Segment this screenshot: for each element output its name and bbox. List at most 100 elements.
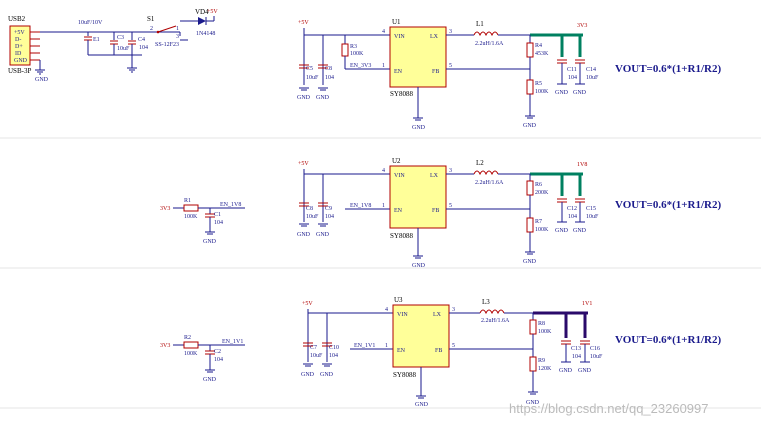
gnd-label: GND [578,368,592,374]
ic-u3 [392,304,450,368]
en-net: EN_1V8 [220,202,241,208]
cout-val: 104 [568,75,577,81]
cin-ref: C7 [310,345,317,351]
gnd-label: GND [203,377,217,383]
c4-ref: C4 [138,37,145,43]
ind-val: 2.2uH/1.6A [475,180,504,186]
rtop-ref: R6 [535,182,542,188]
ind-ref: L1 [476,20,484,28]
pin-num: 5 [449,203,452,209]
pin-num: 4 [385,307,388,313]
ic-part: SY8088 [390,90,413,98]
cout-ref: C15 [586,206,596,212]
usb-connector: USB2 +5V D- D+ ID GND USB-3P GND [8,15,49,83]
en-src-net: 3V3 [160,206,170,212]
gnd-label: GND [35,77,49,83]
cout-ref: C14 [586,67,596,73]
gnd-label: GND [573,228,587,234]
s1-pin: 1 [176,26,179,32]
c-val: 104 [214,357,223,363]
r-ref: R1 [184,198,191,204]
pin-en: EN [394,208,403,214]
usb-pin-label: D+ [15,44,23,50]
ic-ref: U2 [392,157,401,165]
regulator-stage-2: +5V C8 10uF C9 104 GND GND EN_1V8 U2 VIN… [297,157,721,269]
rtop-val: 100K [538,329,552,335]
gnd-label: GND [573,90,587,96]
cin-ref: C5 [306,66,313,72]
vin-net-label: +5V [298,20,309,26]
gnd-label: GND [316,95,330,101]
pin-vin: VIN [394,173,405,179]
diode-vd4: VD4 +5V 1N4148 [195,8,218,37]
inductor [473,170,499,176]
vout-formula: VOUT=0.6*(1+R1/R2) [615,199,721,211]
cin-ref: C9 [325,206,332,212]
en-net: EN_1V1 [222,339,243,345]
r-en-ref: R3 [350,44,357,50]
c-ref: C2 [214,349,221,355]
vout-net: 1V1 [582,301,592,307]
usb-pin-label: D- [15,37,21,43]
rtop-val: 453K [535,51,549,57]
cout-val: 10uF [586,214,599,220]
pin-num: 4 [382,29,385,35]
gnd-label: GND [526,400,540,406]
pin-fb: FB [435,348,442,354]
gnd-label: GND [415,402,429,408]
pin-num: 3 [449,29,452,35]
ind-val: 2.2uH/1.6A [475,41,504,47]
cout-ref: C11 [567,67,577,73]
usb-pin-label: ID [15,51,22,57]
switch-s1: S1 2 1 3 SS-12F23 [147,15,188,48]
pin-num: 3 [449,168,452,174]
en-src-net: 3V3 [160,343,170,349]
cap-e1: 10uF/10V E1 [78,20,103,55]
pin-num: 1 [382,203,385,209]
en-net: EN_1V1 [354,343,375,349]
ind-ref: L2 [476,159,484,167]
gnd-label: GND [555,228,569,234]
vout-net: 3V3 [577,23,587,29]
cout-ref: C16 [590,346,600,352]
gnd-label: GND [523,259,537,265]
r-en-val: 100K [350,51,364,57]
r-ref: R2 [184,335,191,341]
cin-val: 10uF [310,353,323,359]
pin-lx: LX [430,173,439,179]
gnd-label: GND [203,239,217,245]
e1-value: 10uF/10V [78,20,103,26]
rbot-ref: R5 [535,81,542,87]
cin-ref: C8 [325,66,332,72]
ind-ref: L3 [482,298,490,306]
inductor [473,31,499,37]
regulator-stage-3: +5V C7 10uF C10 104 GND GND EN_1V1 U3 VI… [301,296,721,408]
rtop-ref: R8 [538,321,545,327]
cout-ref: C13 [571,346,581,352]
vout-net: 1V8 [577,162,587,168]
ic-part: SY8088 [393,371,416,379]
s1-part: SS-12F23 [155,42,179,48]
rtop-ref: R4 [535,43,542,49]
pin-num: 5 [452,343,455,349]
pin-fb: FB [432,69,439,75]
usb-ref: USB2 [8,15,26,23]
vd4-ref: VD4 [195,8,209,16]
pin-num: 5 [449,63,452,69]
cin-val: 104 [329,353,338,359]
cout-val: 10uF [590,354,603,360]
rtop-val: 200K [535,190,549,196]
gnd-label: GND [301,372,315,378]
regulator-stage-1: +5V C5 10uF C8 104 GND GND R3 100K EN_3V… [297,18,721,131]
pin-en: EN [394,69,403,75]
rbot-val: 120K [538,366,552,372]
cin-ref: C8 [306,206,313,212]
e1-ref: E1 [93,37,100,43]
vd4-net: +5V [207,9,218,15]
usb-pin-label: +5V [14,30,25,36]
pin-num: 4 [382,168,385,174]
gnd-label: GND [412,125,426,131]
cout-ref: C12 [567,206,577,212]
pin-vin: VIN [394,34,405,40]
